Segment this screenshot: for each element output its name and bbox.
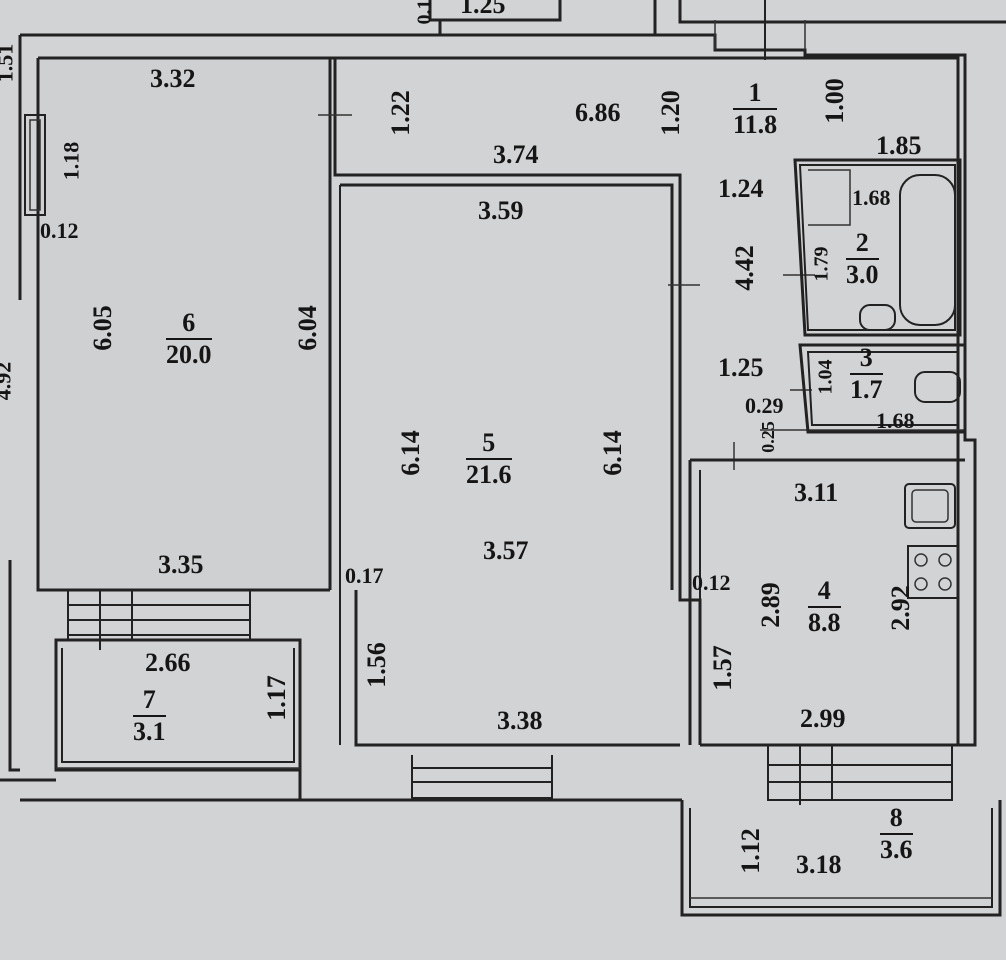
dim-1-25-top: 1.25 — [460, 0, 506, 19]
room-5-number: 5 — [466, 430, 512, 460]
dim-0-1-top: 0.1 — [413, 0, 436, 25]
room-6-area: 20.0 — [166, 340, 212, 369]
toilet-icon — [914, 371, 961, 403]
dim-0-12-kitchen: 0.12 — [692, 570, 731, 595]
dim-1-22: 1.22 — [385, 90, 415, 136]
room-6-number: 6 — [166, 310, 212, 340]
dim-1-20: 1.20 — [655, 90, 685, 136]
stove-icon — [907, 545, 959, 599]
dim-1-57: 1.57 — [707, 645, 737, 691]
dim-2-92: 2.92 — [885, 585, 915, 631]
dim-2-99: 2.99 — [800, 704, 846, 733]
room-4-area: 8.8 — [808, 608, 841, 637]
room-label-5: 5 21.6 — [466, 430, 512, 488]
dim-1-25-mid: 1.25 — [718, 353, 764, 382]
dim-3-74: 3.74 — [493, 140, 539, 169]
room-8-area: 3.6 — [880, 835, 913, 864]
dim-0-29: 0.29 — [745, 393, 784, 418]
dim-3-57: 3.57 — [483, 536, 529, 565]
dim-3-59: 3.59 — [478, 196, 524, 225]
dim-3-35: 3.35 — [158, 550, 204, 579]
room-label-8: 8 3.6 — [880, 805, 913, 863]
dim-left-edge-b: 4.92 — [0, 361, 16, 401]
room-7-number: 7 — [133, 687, 166, 717]
room-label-6: 6 20.0 — [166, 310, 212, 368]
bathtub-icon — [899, 174, 956, 326]
dim-2-89: 2.89 — [755, 582, 785, 628]
dim-6-05: 6.05 — [87, 305, 117, 351]
room-label-4: 4 8.8 — [808, 578, 841, 636]
dim-1-68-top: 1.68 — [852, 185, 891, 210]
dim-6-86: 6.86 — [575, 98, 621, 127]
room-2-number: 2 — [846, 230, 879, 260]
bathroom-2 — [793, 158, 962, 337]
dim-6-14-right: 6.14 — [597, 430, 627, 476]
dim-0-17: 0.17 — [345, 563, 384, 588]
dim-6-14-left: 6.14 — [395, 430, 425, 476]
top-neighbor-walls — [20, 0, 1006, 60]
dim-4-42: 4.42 — [729, 245, 759, 291]
dim-3-32: 3.32 — [150, 64, 196, 93]
dim-0-12-left: 0.12 — [40, 218, 79, 243]
room-8-number: 8 — [880, 805, 913, 835]
dim-1-17: 1.17 — [261, 675, 291, 721]
room-3-area: 1.7 — [850, 375, 883, 404]
room-1-number: 1 — [733, 80, 778, 110]
washbasin-icon — [859, 304, 896, 331]
room-3-number: 3 — [850, 345, 883, 375]
room-label-1: 1 11.8 — [733, 80, 778, 139]
dim-3-38: 3.38 — [497, 706, 543, 735]
dim-1-79: 1.79 — [810, 246, 833, 282]
room-2-area: 3.0 — [846, 260, 879, 289]
dim-2-66: 2.66 — [145, 648, 191, 677]
dim-1-68-mid: 1.68 — [876, 408, 915, 433]
bottom-windows — [67, 590, 953, 805]
dim-3-11: 3.11 — [794, 478, 839, 507]
dim-left-edge-a: 1.51 — [0, 43, 18, 83]
sink-icon — [904, 483, 956, 529]
dim-6-04: 6.04 — [292, 305, 322, 351]
dim-1-00: 1.00 — [819, 78, 849, 124]
room-4-number: 4 — [808, 578, 841, 608]
room-label-7: 7 3.1 — [133, 687, 166, 745]
dim-1-18: 1.18 — [58, 141, 84, 181]
dim-1-12: 1.12 — [735, 828, 765, 874]
dim-0-25: 0.25 — [757, 421, 778, 453]
room-label-2: 2 3.0 — [846, 230, 879, 288]
toilet-room-3 — [798, 343, 967, 434]
room-label-3: 3 1.7 — [850, 345, 883, 403]
balcony-8 — [680, 800, 1002, 917]
left-window — [24, 114, 46, 216]
room-5-area: 21.6 — [466, 460, 512, 489]
dim-1-24: 1.24 — [718, 174, 764, 203]
dim-1-04: 1.04 — [814, 359, 837, 395]
dim-3-18: 3.18 — [796, 850, 842, 879]
room-7-area: 3.1 — [133, 717, 166, 746]
balcony-7 — [54, 638, 302, 772]
room-1-area: 11.8 — [733, 110, 778, 139]
dim-1-85: 1.85 — [876, 131, 922, 160]
room-6-floor — [40, 60, 330, 588]
dim-1-56: 1.56 — [361, 642, 391, 688]
